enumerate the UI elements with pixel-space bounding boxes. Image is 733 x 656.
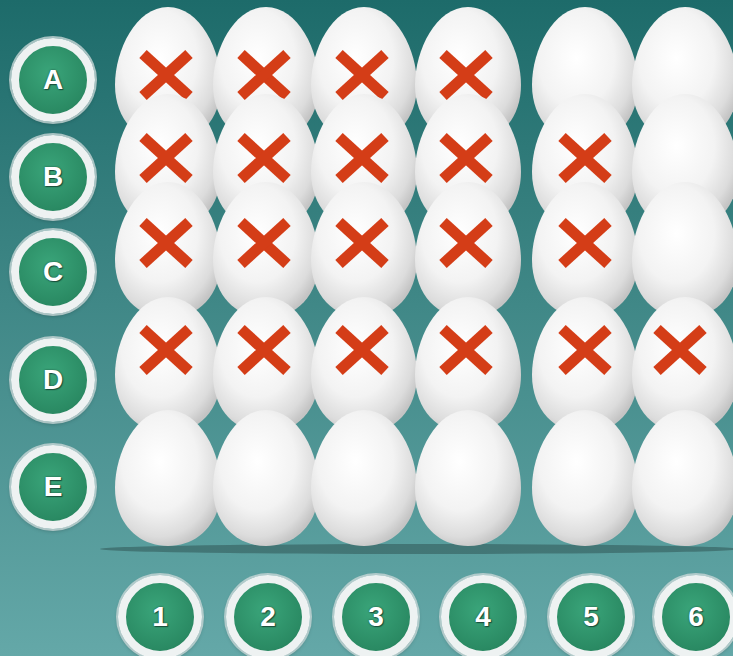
- cross-mark: [443, 329, 489, 371]
- column-label: 4: [441, 575, 525, 656]
- cross-mark: [339, 329, 385, 371]
- label-text: 4: [475, 603, 491, 631]
- egg: [532, 410, 638, 546]
- egg: [632, 410, 733, 546]
- cross-mark: [562, 329, 608, 371]
- cross-mark: [143, 54, 189, 96]
- cross-mark: [241, 54, 287, 96]
- column-label: 3: [334, 575, 418, 656]
- label-text: E: [44, 473, 63, 501]
- row-label: C: [11, 230, 95, 314]
- cross-mark: [339, 137, 385, 179]
- column-label: 1: [118, 575, 202, 656]
- row-label: E: [11, 445, 95, 529]
- label-text: C: [43, 258, 63, 286]
- cross-mark: [241, 329, 287, 371]
- egg: [415, 410, 521, 546]
- cross-mark: [443, 222, 489, 264]
- cross-mark: [143, 329, 189, 371]
- cross-mark: [562, 137, 608, 179]
- label-text: 6: [688, 603, 704, 631]
- label-text: D: [43, 366, 63, 394]
- cross-mark: [562, 222, 608, 264]
- cross-mark: [339, 222, 385, 264]
- label-text: B: [43, 163, 63, 191]
- egg: [115, 410, 221, 546]
- cross-mark: [657, 329, 703, 371]
- label-text: A: [43, 66, 63, 94]
- label-text: 2: [260, 603, 276, 631]
- egg: [311, 410, 417, 546]
- label-text: 5: [583, 603, 599, 631]
- label-text: 1: [152, 603, 168, 631]
- cross-mark: [241, 222, 287, 264]
- cross-mark: [443, 137, 489, 179]
- cross-mark: [241, 137, 287, 179]
- cross-mark: [339, 54, 385, 96]
- cross-mark: [443, 54, 489, 96]
- row-label: A: [11, 38, 95, 122]
- egg: [213, 410, 319, 546]
- column-label: 6: [654, 575, 733, 656]
- label-text: 3: [368, 603, 384, 631]
- column-label: 5: [549, 575, 633, 656]
- row-label: D: [11, 338, 95, 422]
- shadow: [100, 544, 733, 554]
- column-label: 2: [226, 575, 310, 656]
- row-label: B: [11, 135, 95, 219]
- cross-mark: [143, 137, 189, 179]
- cross-mark: [143, 222, 189, 264]
